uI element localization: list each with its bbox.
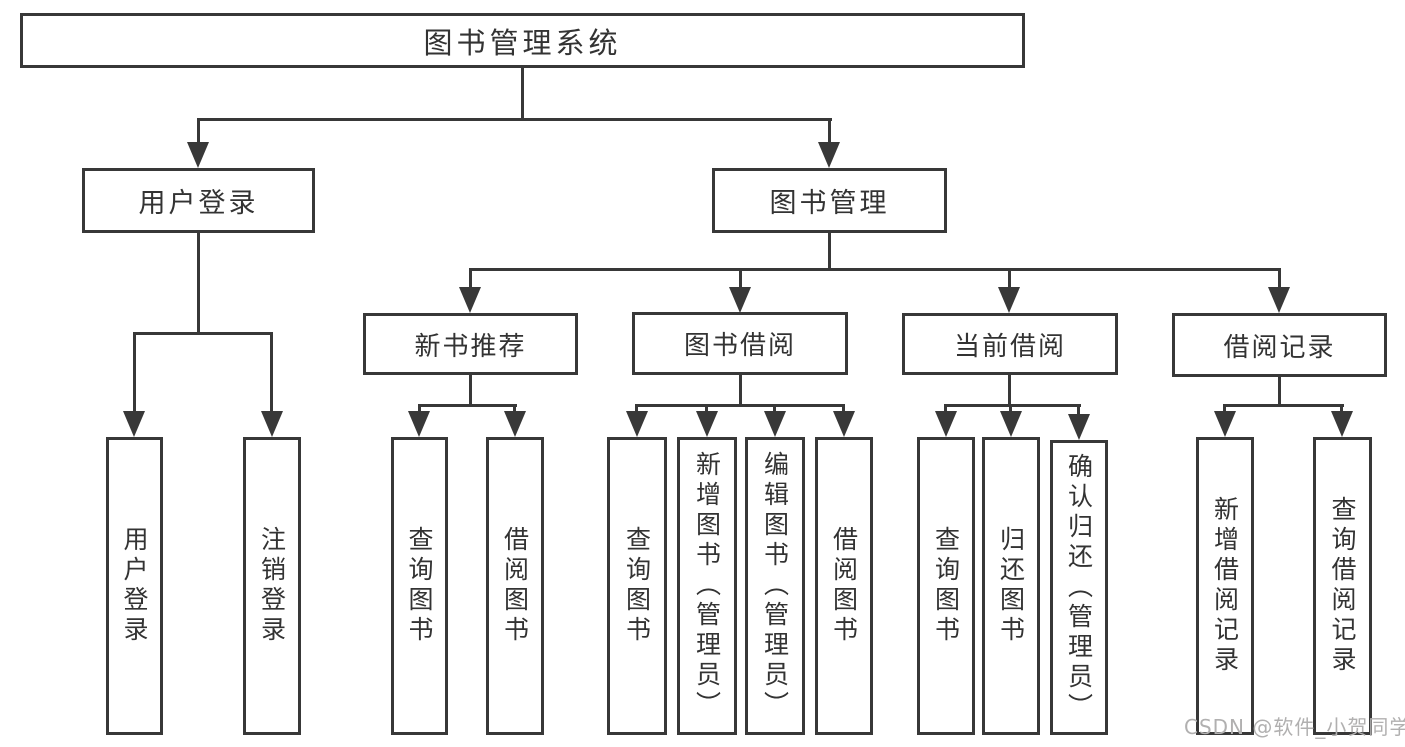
- node-book-borrowing: 图书借阅: [632, 312, 848, 375]
- arrow-down-icon: [696, 411, 718, 437]
- node-borrowing-records: 借阅记录: [1172, 313, 1387, 377]
- connector-line: [469, 375, 472, 407]
- node-user-login: 用户登录: [82, 168, 315, 233]
- connector-line: [1278, 377, 1281, 407]
- connector-line: [197, 118, 832, 121]
- arrow-down-icon: [261, 411, 283, 437]
- arrow-down-icon: [187, 142, 209, 168]
- node-leaf-logout: 注销登录: [243, 437, 301, 735]
- arrow-down-icon: [998, 287, 1020, 313]
- node-leaf-user-login: 用户登录: [106, 437, 163, 735]
- connector-line: [197, 118, 200, 150]
- connector-line: [521, 68, 524, 120]
- arrow-down-icon: [833, 411, 855, 437]
- node-leaf-query-borrow-record: 查询借阅记录: [1313, 437, 1372, 735]
- node-leaf-add-borrow-record: 新增借阅记录: [1196, 437, 1254, 735]
- connector-line: [1008, 375, 1011, 407]
- connector-line: [1223, 404, 1344, 407]
- node-book-management: 图书管理: [712, 168, 947, 233]
- arrow-down-icon: [459, 287, 481, 313]
- node-leaf-borrow-books-bb: 借阅图书: [815, 437, 873, 735]
- node-leaf-query-books-cb: 查询图书: [917, 437, 975, 735]
- connector-line: [270, 332, 273, 417]
- connector-line: [739, 268, 742, 293]
- connector-line: [469, 268, 472, 293]
- arrow-down-icon: [729, 287, 751, 313]
- arrow-down-icon: [1068, 414, 1090, 440]
- connector-line: [1077, 404, 1080, 420]
- connector-line: [418, 404, 517, 407]
- arrow-down-icon: [408, 411, 430, 437]
- connector-line: [828, 233, 831, 271]
- arrow-down-icon: [123, 411, 145, 437]
- node-leaf-query-books-bb: 查询图书: [607, 437, 667, 735]
- arrow-down-icon: [504, 411, 526, 437]
- arrow-down-icon: [818, 142, 840, 168]
- connector-line: [133, 332, 136, 417]
- node-current-borrowing: 当前借阅: [902, 313, 1118, 375]
- node-leaf-query-books-nb: 查询图书: [391, 437, 448, 735]
- connector-line: [133, 332, 273, 335]
- node-leaf-add-books-admin: 新增图书（管理员）: [677, 437, 737, 735]
- arrow-down-icon: [1214, 411, 1236, 437]
- watermark: CSDN @软件_小贺同学: [1184, 715, 1405, 739]
- connector-line: [739, 375, 742, 407]
- connector-line: [828, 118, 831, 150]
- arrow-down-icon: [935, 411, 957, 437]
- node-new-book-recommendation: 新书推荐: [363, 313, 578, 375]
- node-leaf-edit-books-admin: 编辑图书（管理员）: [745, 437, 805, 735]
- arrow-down-icon: [626, 411, 648, 437]
- connector-line: [635, 404, 845, 407]
- connector-line: [469, 268, 1281, 271]
- arrow-down-icon: [764, 411, 786, 437]
- connector-line: [1008, 268, 1011, 293]
- arrow-down-icon: [1268, 287, 1290, 313]
- connector-line: [1278, 268, 1281, 293]
- node-leaf-borrow-books-nb: 借阅图书: [486, 437, 544, 735]
- node-library-system: 图书管理系统: [20, 13, 1025, 68]
- node-leaf-return-books: 归还图书: [982, 437, 1040, 735]
- connector-line: [197, 233, 200, 335]
- arrow-down-icon: [1331, 411, 1353, 437]
- connector-line: [944, 404, 1081, 407]
- arrow-down-icon: [1000, 411, 1022, 437]
- node-leaf-confirm-return-admin: 确认归还（管理员）: [1050, 440, 1108, 735]
